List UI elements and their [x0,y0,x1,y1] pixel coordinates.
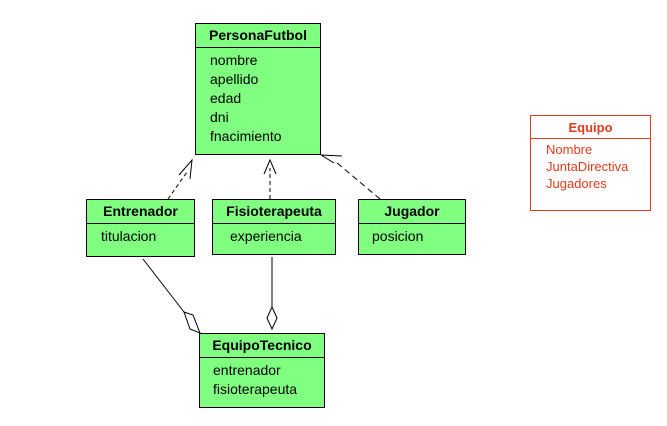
class-equipotecnico[interactable]: EquipoTecnico entrenador fisioterapeuta [199,333,325,408]
attribute: apellido [210,71,259,87]
class-jugador[interactable]: Jugador posicion [358,199,466,255]
attribute: edad [210,90,242,106]
class-equipo[interactable]: Equipo Nombre JuntaDirectiva Jugadores [530,115,651,211]
class-entrenador[interactable]: Entrenador titulacion [86,199,195,257]
jugador-to-persona-arrowhead [320,154,343,164]
class-fisioterapeuta[interactable]: Fisioterapeuta experiencia [212,199,336,255]
entrenador-aggregation-diamond [183,311,201,334]
class-name: Fisioterapeuta [213,200,335,224]
attribute: dni [210,109,229,125]
attribute: Jugadores [546,176,607,191]
class-name: Jugador [359,200,465,224]
class-personafutbol[interactable]: PersonaFutbol nombre apellido edad dni f… [195,23,321,155]
class-name: Equipo [531,116,650,139]
attribute: posicion [372,228,424,244]
entrenador-to-persona-arrowhead [178,158,193,180]
attribute: nombre [210,52,258,68]
attribute: titulacion [101,228,157,244]
jugador-to-persona-line [335,161,381,200]
attribute: Nombre [546,142,593,157]
attribute-list: titulacion [87,224,194,249]
class-name: EquipoTecnico [200,334,324,358]
attribute-list: entrenador fisioterapeuta [200,358,324,402]
fisioterapeuta-aggregation-diamond [266,305,278,331]
attribute-list: experiencia [213,224,335,249]
attribute: JuntaDirectiva [546,159,629,174]
class-name: Entrenador [87,200,194,224]
attribute: entrenador [213,362,281,378]
attribute: fnacimiento [210,128,282,144]
attribute-list: Nombre JuntaDirectiva Jugadores [531,139,650,195]
attribute: fisioterapeuta [213,381,298,397]
class-name: PersonaFutbol [196,24,320,48]
entrenador-aggregation-line [142,258,185,313]
attribute-list: posicion [359,224,465,249]
attribute-list: nombre apellido edad dni fnacimiento [196,48,320,149]
entrenador-to-persona-line [167,171,188,200]
fisioterapeuta-to-persona-arrowhead [263,158,277,175]
attribute: experiencia [230,228,302,244]
